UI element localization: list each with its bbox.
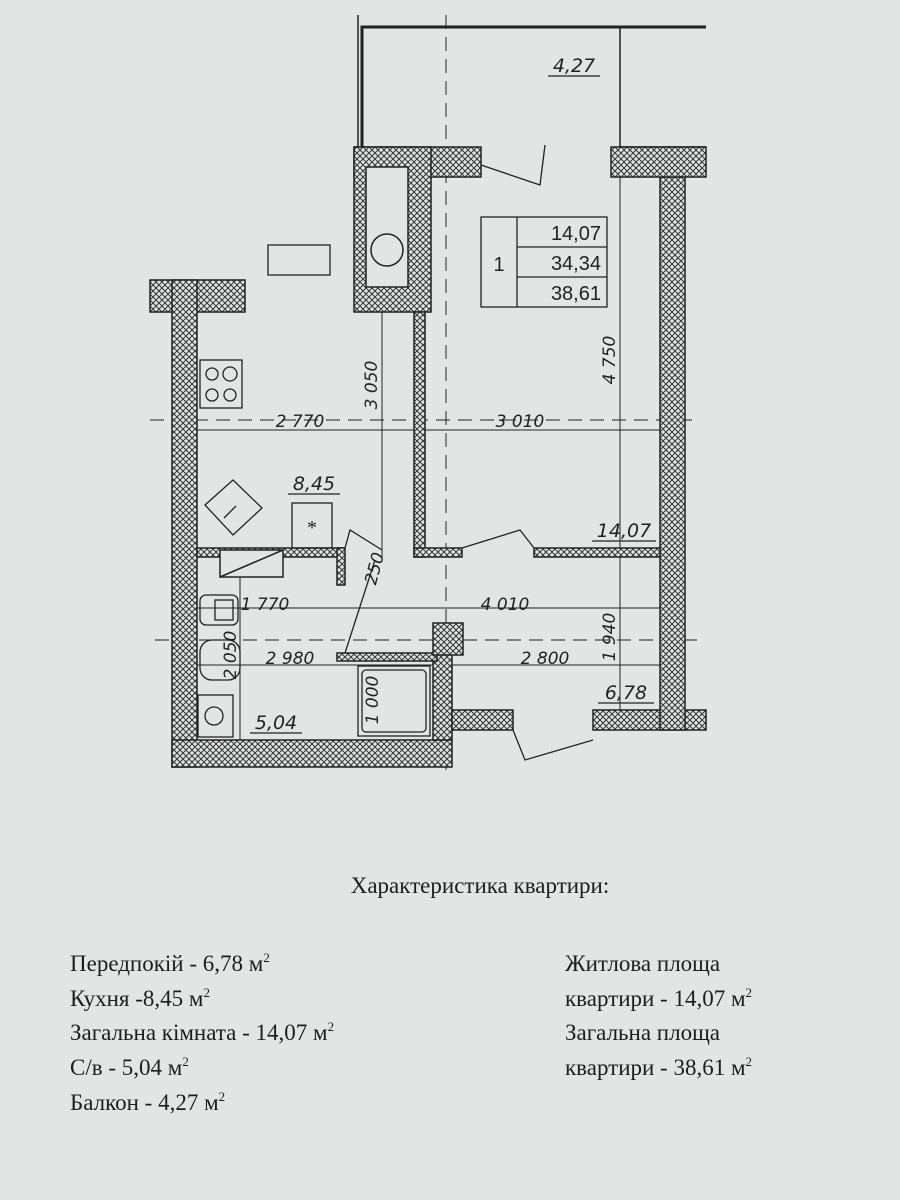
list-item: Житлова площа [565,952,720,975]
dim-room-width: 3 010 [496,412,545,432]
washing-machine-icon [197,694,234,738]
dim-bath-width: 2 980 [266,649,315,669]
balcony-area-label: 4,27 [553,55,595,77]
superscript: 2 [182,1054,189,1069]
total-area-value: 38,61 [551,283,601,305]
stack-pipe-icon [370,233,404,267]
washbasin-icon [199,639,241,681]
list-item: квартири - 38,61 м2 [565,1054,753,1080]
dim-door: 250 [361,550,389,587]
item-text: Балкон - 4,27 м [70,1090,219,1115]
dim-bath-depth: 2 050 [221,631,241,680]
list-item: С/в - 5,04 м2 [70,1054,189,1080]
apartment-summary-table [480,216,608,308]
dim-hall-right: 4 010 [481,595,530,615]
bathtub-icon [357,665,431,737]
item-text: Житлова площа [565,951,721,976]
living-area-value: 14,07 [551,223,601,245]
dim-room-depth: 4 750 [600,336,620,385]
svg-text:*: * [307,517,317,539]
dim-kitchen-depth: 3 050 [362,361,382,410]
list-item: Загальна площа [565,1021,720,1044]
superscript: 2 [263,950,270,965]
doors [344,144,594,761]
item-text: Загальна площа [565,1020,721,1045]
stove-icon [199,359,243,409]
characteristics-title: Характеристика квартири: [350,873,610,898]
living-room-area-label: 14,07 [597,520,651,542]
balcony [357,15,706,148]
toilet-icon [199,594,239,626]
superscript: 2 [203,985,210,1000]
item-text: квартири - 14,07 м [565,986,746,1011]
sink-icon [204,479,263,536]
kitchen-area-label: 8,45 [293,473,335,495]
list-item: Загальна кімната - 14,07 м2 [70,1019,335,1045]
superscript: 2 [745,1054,753,1069]
dim-hall-depth: 1 940 [600,613,620,662]
list-item: Кухня -8,45 м2 [70,985,210,1011]
superscript: 2 [745,985,753,1000]
dim-hall-left: 1 770 [241,595,290,615]
item-text: квартири - 38,61 м [565,1055,746,1080]
item-text: Кухня -8,45 м [70,986,204,1011]
superscript: 2 [327,1019,335,1034]
superscript: 2 [218,1089,226,1104]
floor-plan: * 1 14,07 34,34 38,61 [149,15,707,770]
item-text: С/в - 5,04 м [70,1055,183,1080]
dim-hall-width: 2 800 [521,649,570,669]
vent-shaft [365,166,409,288]
list-item: Передпокій - 6,78 м2 [70,950,270,976]
dimension-lines [197,177,660,740]
item-text: Загальна кімната - 14,07 м [70,1020,328,1045]
usable-area-value: 34,34 [551,253,601,275]
hallway-area-label: 6,78 [605,682,647,704]
boiler-icon [291,502,333,549]
list-item: квартири - 14,07 м2 [565,985,753,1011]
room-count: 1 [493,254,504,276]
ac-unit-icon [267,244,331,276]
bathroom-area-label: 5,04 [255,712,297,734]
list-item: Балкон - 4,27 м2 [70,1089,226,1115]
item-text: Передпокій - 6,78 м [70,951,264,976]
dim-bathtub: 1 000 [363,676,383,725]
dim-kitchen-width: 2 770 [276,412,325,432]
